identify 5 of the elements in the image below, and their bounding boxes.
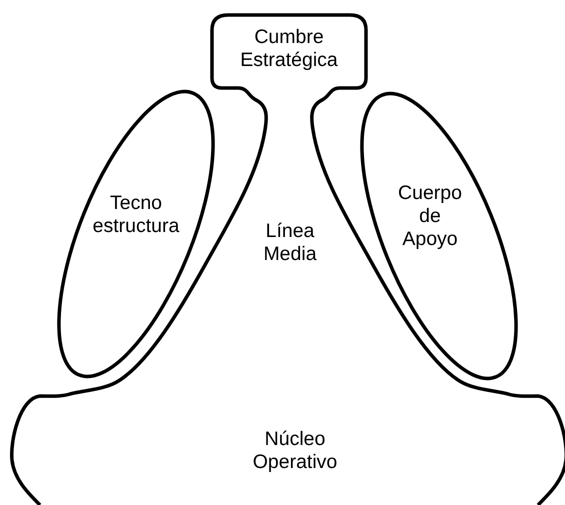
region-label: Cumbre Estratégica <box>239 26 339 72</box>
region-label: Tecno estructura <box>92 192 180 238</box>
region-label: Cuerpo de Apoyo <box>397 182 463 251</box>
region-label: Línea Media <box>262 220 318 266</box>
region-label: Núcleo Operativo <box>252 428 338 474</box>
